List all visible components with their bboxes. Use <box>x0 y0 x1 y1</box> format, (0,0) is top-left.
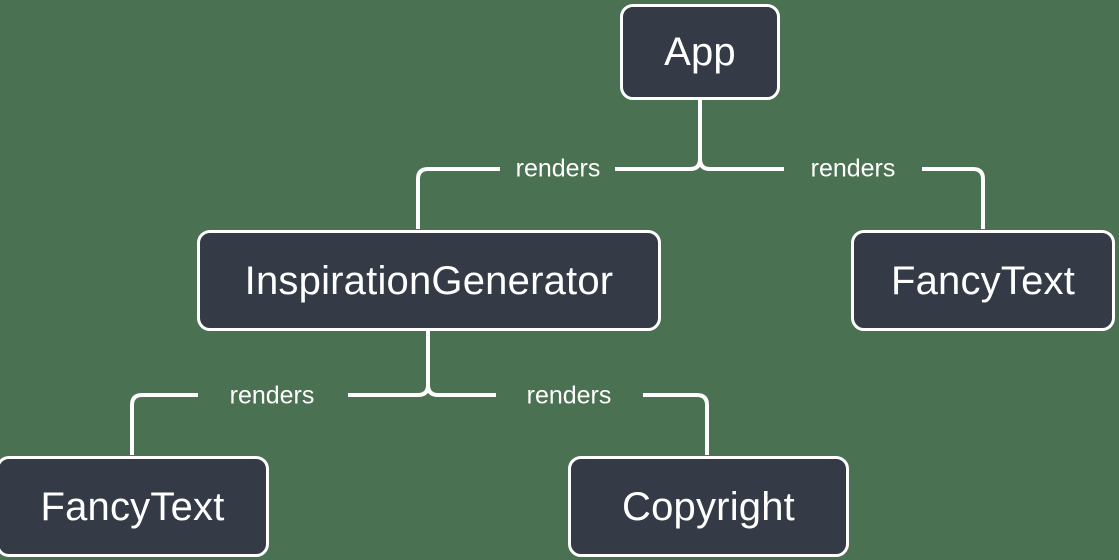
node-copyright[interactable]: Copyright <box>568 456 849 557</box>
edge-label-app-to-fancytext: renders <box>810 154 896 183</box>
node-inspiration-generator-label: InspirationGenerator <box>244 258 614 303</box>
node-fancytext-right-label: FancyText <box>890 258 1076 303</box>
edge-ig-to-fancytext-bottom-left-segment <box>130 393 198 455</box>
edge-app-to-inspiration-generator-left-segment <box>416 167 500 229</box>
edge-label-inspiration-generator-to-fancytext: renders <box>229 381 315 410</box>
node-inspiration-generator[interactable]: InspirationGenerator <box>197 230 661 331</box>
node-app-label: App <box>664 30 736 74</box>
node-fancytext-bottom-label: FancyText <box>40 484 225 529</box>
node-fancytext-bottom[interactable]: FancyText <box>0 456 269 557</box>
edge-ig-to-copyright-right-segment <box>643 393 709 455</box>
edge-app-to-fancytext-right-right-segment <box>922 167 985 229</box>
node-app[interactable]: App <box>620 4 780 100</box>
edge-label-inspiration-generator-to-copyright: renders <box>526 381 612 410</box>
edge-ig-to-fancytext-bottom-right-segment <box>348 384 430 397</box>
node-copyright-label: Copyright <box>622 484 795 529</box>
edge-app-to-inspiration-generator-right-segment <box>615 158 702 171</box>
edge-ig-to-copyright-left-segment <box>426 384 496 397</box>
node-fancytext-right[interactable]: FancyText <box>851 230 1115 331</box>
edge-app-to-fancytext-right-left-segment <box>698 158 784 171</box>
edge-label-app-to-inspiration-generator: renders <box>515 154 601 183</box>
